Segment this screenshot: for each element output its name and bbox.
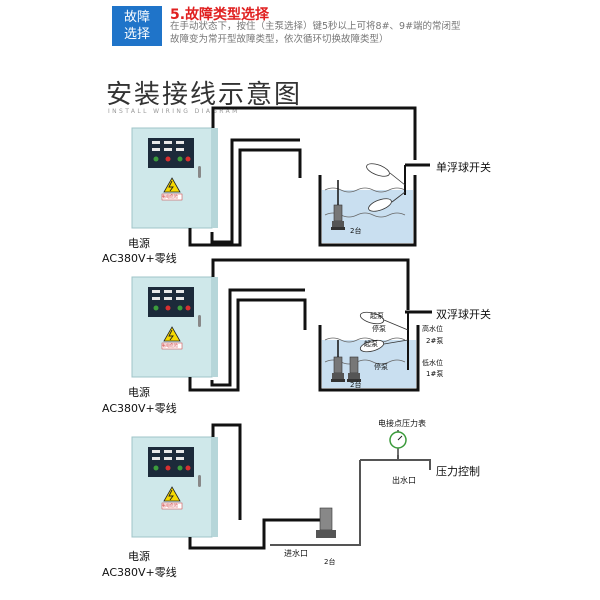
power-label-3: 电源: [128, 550, 150, 563]
low-level-label: 低水位: [422, 359, 443, 367]
cable-2c: [211, 258, 410, 310]
tank-2: [318, 325, 420, 392]
float-ball-1b: [368, 198, 392, 212]
pipe-a: [320, 460, 361, 546]
warning-text-2: 有电危险: [162, 343, 178, 348]
pump-2-label: 2#泵: [426, 337, 444, 345]
pump-count-2: 2台: [350, 381, 362, 389]
cable-1c: [211, 106, 417, 160]
section-description: 在手动状态下，按住（主泵选择）键5秒以上可将8#、9#端的常闭型故障变为常开型故…: [170, 21, 461, 45]
cable-1b: [210, 138, 300, 244]
cable-3a: [188, 518, 320, 550]
start-pump-top: 起泵: [370, 312, 384, 320]
cabinet-2: [131, 276, 219, 378]
section-title: 5.故障类型选择: [170, 7, 270, 23]
fault-select-badge: 故障 选择: [112, 6, 162, 46]
cabinet-3: [131, 436, 219, 538]
pipe-b: [360, 459, 431, 470]
single-float-label: 单浮球开关: [436, 161, 491, 174]
pressure-control-label: 压力控制: [436, 465, 480, 478]
badge-line-2: 选择: [123, 27, 150, 42]
float-ball-2b: [359, 339, 385, 353]
float-ball-2a: [359, 311, 385, 325]
supply-label-2: AC380V+零线: [102, 402, 177, 415]
cable-2a: [188, 298, 307, 392]
high-level-label: 高水位: [422, 325, 443, 333]
power-label-2: 电源: [128, 386, 150, 399]
pump-3: [316, 507, 336, 538]
start-pump-bottom: 起泵: [364, 340, 378, 348]
warning-text-1: 有电危险: [162, 194, 178, 199]
outlet-label: 出水口: [392, 476, 416, 485]
inlet-label: 进水口: [284, 549, 308, 558]
badge-line-1: 故障: [123, 10, 150, 25]
pump-count-1: 2台: [350, 227, 362, 235]
diagram-subtitle: INSTALL WIRING DIAGRAM: [108, 108, 240, 115]
cable-3b: [211, 423, 242, 520]
cabinet-1: [131, 127, 219, 229]
diagram-title: 安装接线示意图: [106, 80, 303, 110]
pump-1-label: 1#泵: [426, 370, 444, 378]
double-float-label: 双浮球开关: [436, 308, 491, 321]
float-ball-1a: [366, 163, 390, 177]
power-label-1: 电源: [128, 237, 150, 250]
cable-2b: [210, 288, 305, 387]
warning-text-3: 有电危险: [162, 503, 178, 508]
supply-label-3: AC380V+零线: [102, 566, 177, 579]
stop-pump-bottom: 停泵: [374, 363, 388, 371]
pump-count-3: 2台: [324, 558, 336, 566]
gauge-label: 电接点压力表: [378, 419, 426, 428]
stop-pump-top: 停泵: [372, 325, 386, 333]
cable-1a: [188, 148, 302, 247]
supply-label-1: AC380V+零线: [102, 252, 177, 265]
tank-1: [318, 175, 417, 247]
